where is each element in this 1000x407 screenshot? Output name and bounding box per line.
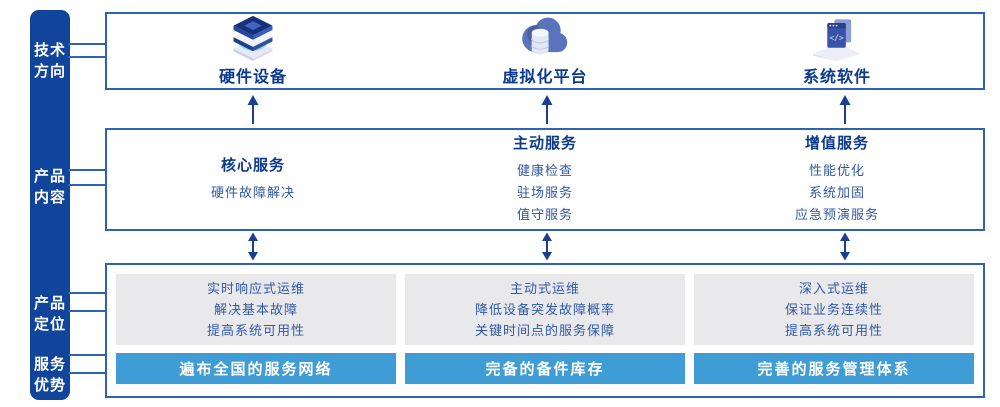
connector-line: [68, 372, 106, 374]
double-arrow: [542, 232, 552, 261]
advantage-bar: 完善的服务管理体系: [694, 353, 974, 384]
sidebar-item-product-content: 产品 内容: [33, 168, 66, 206]
connector-line: [68, 56, 106, 58]
sidebar: 技术 方向 产品 内容 产品 定位 服务 优势: [30, 10, 70, 400]
server-stack-icon: [233, 15, 273, 61]
positioning-line: 提高系统可用性: [784, 323, 883, 338]
bottom-column-2: 主动式运维 降低设备突发故障概率 关键时间点的服务保障 完备的备件库存: [405, 274, 685, 384]
tech-column-virtualization: 虚拟化平台: [399, 14, 691, 88]
positioning-line: 降低设备突发故障概率: [474, 302, 615, 317]
positioning-line: 主动式运维: [509, 281, 580, 296]
service-item: 硬件故障解决: [210, 184, 295, 200]
sidebar-item-service-advantage: 服务 优势: [33, 356, 66, 394]
service-title: 核心服务: [220, 156, 285, 174]
sidebar-item-tech-direction: 技术 方向: [33, 42, 66, 80]
tech-column-software: </> 系统软件: [691, 14, 983, 88]
service-item: 应急预演服务: [794, 206, 879, 222]
cloud-database-icon: [522, 17, 568, 55]
sidebar-item-product-positioning: 产品 定位: [33, 295, 66, 333]
positioning-line: 实时响应式运维: [206, 281, 305, 296]
double-arrow: [840, 232, 850, 261]
positioning-line: 解决基本故障: [213, 302, 298, 317]
tech-column-hardware: 硬件设备: [107, 14, 399, 88]
connector-line: [68, 310, 106, 312]
positioning-advantage-panel: 实时响应式运维 解决基本故障 提高系统可用性 遍布全国的服务网络 主动式运维 降…: [105, 263, 985, 398]
connector-line: [68, 43, 106, 45]
double-arrow: [248, 232, 258, 261]
service-item: 健康检查: [516, 162, 573, 178]
advantage-bar: 完备的备件库存: [405, 353, 685, 384]
service-title: 增值服务: [804, 134, 869, 152]
connector-line: [68, 184, 106, 186]
positioning-panel: 深入式运维 保证业务连续性 提高系统可用性: [694, 274, 974, 345]
service-column-value-added: 增值服务 性能优化 系统加固 应急预演服务: [691, 130, 983, 229]
tech-label-software: 系统软件: [802, 69, 871, 86]
svg-text:</>: </>: [829, 34, 844, 43]
service-column-core: 核心服务 硬件故障解决: [107, 130, 399, 229]
positioning-panel: 实时响应式运维 解决基本故障 提高系统可用性: [116, 274, 396, 345]
service-item: 性能优化: [808, 162, 865, 178]
positioning-line: 提高系统可用性: [206, 323, 305, 338]
tech-direction-panel: 硬件设备 虚拟化平台 </>: [105, 12, 985, 90]
bottom-column-3: 深入式运维 保证业务连续性 提高系统可用性 完善的服务管理体系: [694, 274, 974, 384]
advantage-bar: 遍布全国的服务网络: [116, 353, 396, 384]
positioning-panel: 主动式运维 降低设备突发故障概率 关键时间点的服务保障: [405, 274, 685, 345]
up-arrow: [839, 95, 851, 124]
connector-line: [68, 169, 106, 171]
code-window-icon: </>: [813, 19, 861, 61]
connector-line: [68, 292, 106, 294]
tech-label-hardware: 硬件设备: [218, 69, 287, 86]
positioning-line: 深入式运维: [798, 281, 869, 296]
up-arrow: [541, 95, 553, 124]
up-arrow: [247, 95, 259, 124]
bottom-column-1: 实时响应式运维 解决基本故障 提高系统可用性 遍布全国的服务网络: [116, 274, 396, 384]
service-column-active: 主动服务 健康检查 驻场服务 值守服务: [399, 130, 691, 229]
tech-label-virtualization: 虚拟化平台: [502, 69, 588, 86]
positioning-line: 保证业务连续性: [784, 302, 883, 317]
service-item: 值守服务: [516, 206, 573, 222]
service-item: 系统加固: [808, 184, 865, 200]
positioning-line: 关键时间点的服务保障: [474, 323, 615, 338]
service-item: 驻场服务: [516, 184, 573, 200]
service-title: 主动服务: [512, 134, 577, 152]
connector-line: [68, 354, 106, 356]
product-content-panel: 核心服务 硬件故障解决 主动服务 健康检查 驻场服务 值守服务 增值服务 性能优…: [105, 128, 985, 231]
